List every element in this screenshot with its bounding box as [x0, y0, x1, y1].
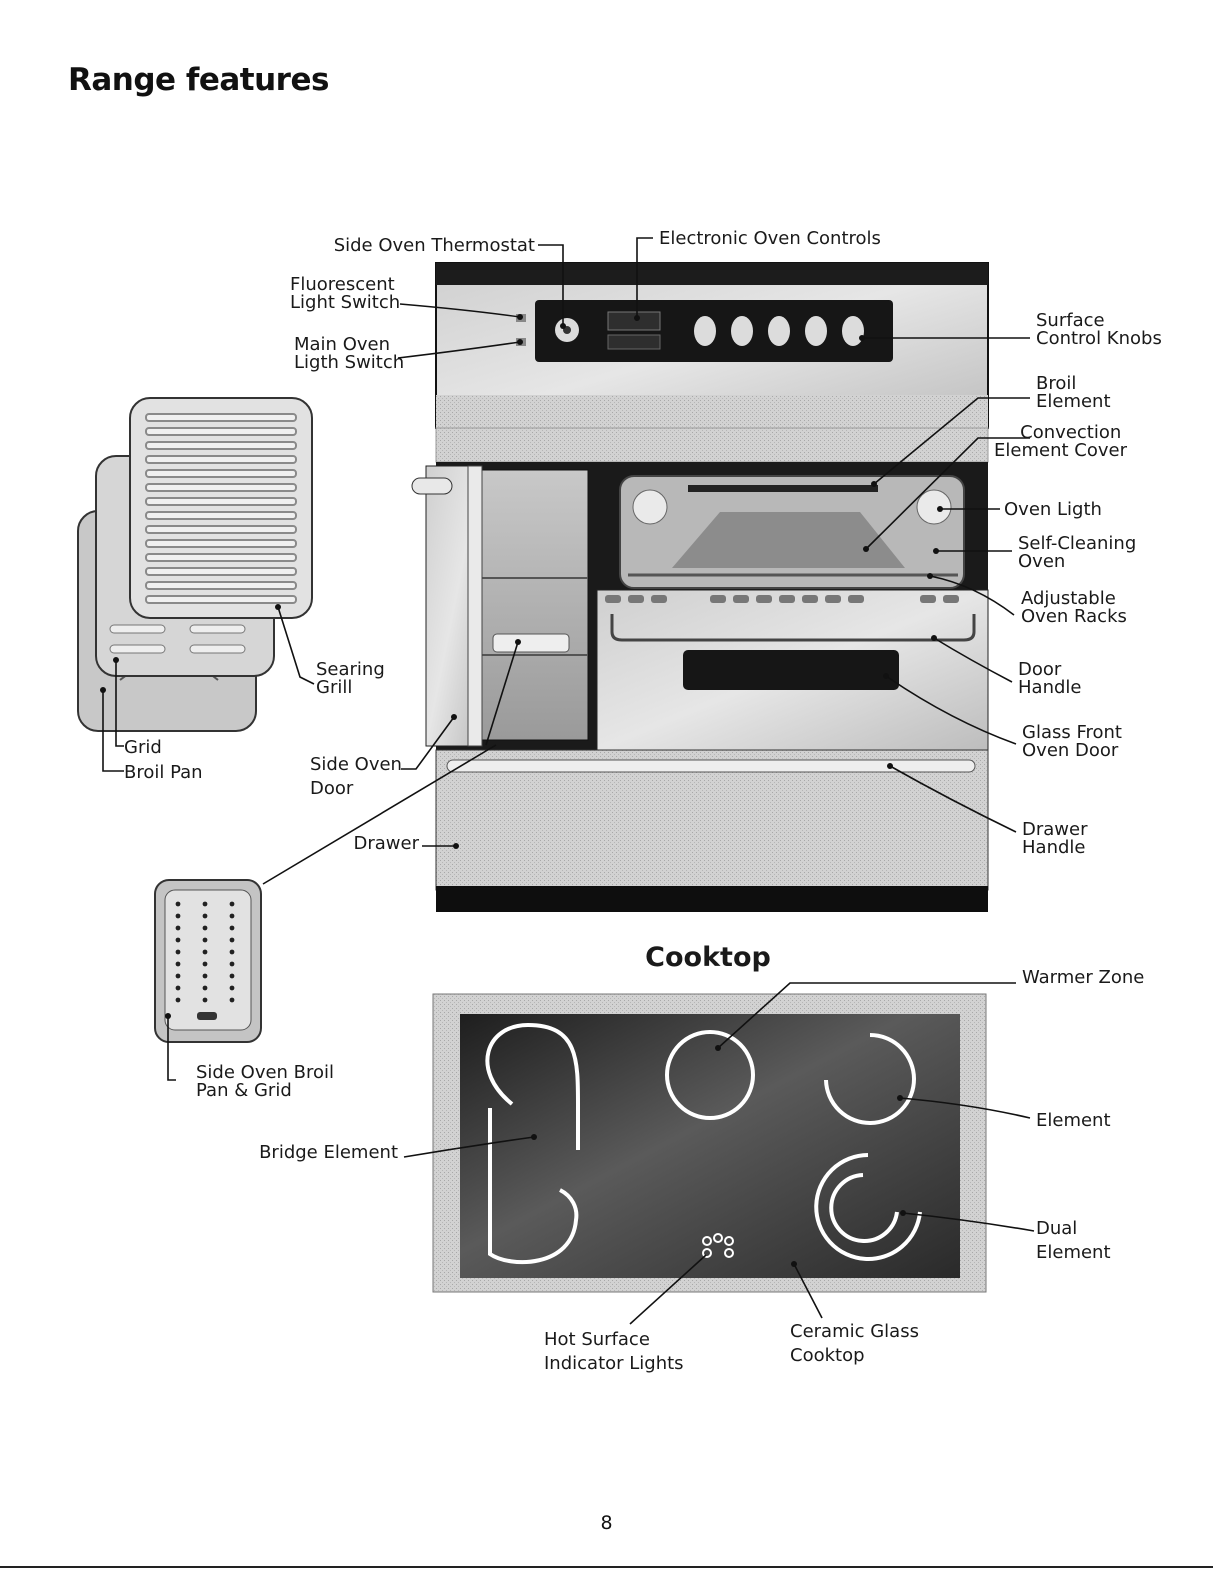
searing-grill — [129, 397, 313, 619]
label-glass-front-oven-door: Glass Front Oven Door — [1022, 722, 1128, 761]
cooktop-illustration — [432, 993, 987, 1293]
label-dual-element: Dual Element — [1036, 1218, 1111, 1263]
oven-door-handle[interactable] — [610, 614, 976, 642]
label-broil-pan: Broil Pan — [124, 762, 203, 783]
hot-surface-indicator-lights — [702, 1233, 734, 1258]
side-oven-thermostat-knob[interactable] — [555, 318, 579, 342]
label-side-oven-door: Side Oven Door — [310, 754, 408, 799]
label-grid: Grid — [124, 737, 162, 758]
label-electronic-oven-controls: Electronic Oven Controls — [659, 228, 881, 249]
label-warmer-zone: Warmer Zone — [1022, 967, 1144, 988]
drawer-handle[interactable] — [446, 759, 976, 773]
label-fluorescent-light-switch: Fluorescent Light Switch — [290, 274, 400, 313]
side-oven-broil-pan — [154, 879, 262, 1043]
label-side-oven-thermostat: Side Oven Thermostat — [334, 235, 535, 256]
label-main-oven-light-switch: Main Oven Ligth Switch — [294, 334, 404, 373]
label-surface-control-knobs: Surface Control Knobs — [1036, 310, 1162, 349]
oven-door-window — [683, 650, 899, 690]
label-self-cleaning-oven: Self-Cleaning Oven — [1018, 533, 1142, 572]
bottom-rule — [0, 1566, 1213, 1568]
broil-pan-and-grids — [77, 397, 313, 732]
range-illustration — [411, 262, 989, 912]
dual-element-inner — [829, 1173, 899, 1243]
broil-element — [688, 485, 878, 492]
label-oven-light: Oven Ligth — [1004, 499, 1102, 520]
oven-light — [916, 489, 952, 525]
warmer-zone-ring — [665, 1030, 755, 1120]
cooktop-burners — [485, 1022, 922, 1265]
leader-lines — [102, 237, 1035, 1325]
cooktop-section-title: Cooktop — [645, 942, 771, 973]
leader-dots — [100, 314, 943, 1267]
label-element: Element — [1036, 1110, 1111, 1131]
label-bridge-element: Bridge Element — [259, 1142, 398, 1163]
label-drawer-handle: Drawer Handle — [1022, 819, 1093, 858]
label-broil-element: Broil Element — [1036, 373, 1111, 412]
label-hot-surface-indicator-lights: Hot Surface Indicator Lights — [544, 1329, 684, 1374]
surface-control-knobs[interactable] — [694, 316, 864, 346]
label-convection-element-cover: Convection Element Cover — [994, 422, 1128, 461]
storage-drawer[interactable] — [435, 749, 989, 891]
label-searing-grill: Searing Grill — [316, 659, 391, 698]
label-drawer: Drawer — [354, 833, 420, 854]
range-labels: Side Oven Thermostat Electronic Oven Con… — [124, 228, 1162, 1101]
label-ceramic-glass-cooktop: Ceramic Glass Cooktop — [790, 1321, 925, 1366]
label-side-oven-broil-pan-grid: Side Oven Broil Pan & Grid — [196, 1062, 340, 1101]
electronic-oven-controls-display[interactable] — [607, 311, 661, 331]
cooktop-labels: Cooktop Warmer Zone Element Dual Element… — [259, 942, 1144, 1374]
element-ring — [824, 1033, 916, 1125]
label-adjustable-oven-racks: Adjustable Oven Racks — [1021, 588, 1127, 627]
label-door-handle: Door Handle — [1018, 659, 1081, 698]
door-vents — [605, 595, 959, 603]
bridge-element-upper — [485, 1022, 580, 1150]
dual-element-outer — [814, 1153, 922, 1261]
bridge-element-lower — [488, 1108, 579, 1265]
page-title: Range features — [68, 62, 329, 98]
page-number: 8 — [600, 1512, 613, 1534]
